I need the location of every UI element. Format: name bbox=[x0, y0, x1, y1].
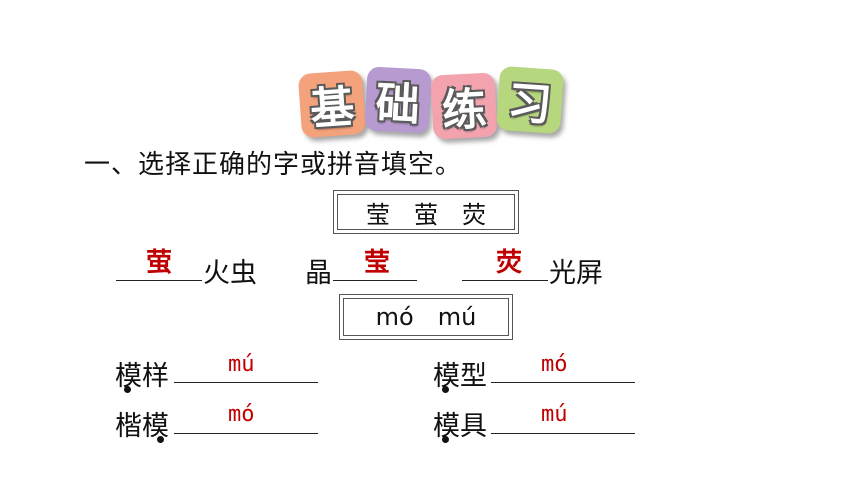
section-title: 基 础 练 习 bbox=[297, 64, 565, 140]
answer-4: mú bbox=[228, 352, 255, 377]
word-4: 模具 bbox=[433, 411, 487, 442]
item-3-suffix: 光屏 bbox=[549, 258, 603, 289]
blank-5 bbox=[491, 382, 635, 383]
emphasis-dot bbox=[157, 436, 164, 443]
answer-3: 荧 bbox=[496, 248, 523, 278]
blank-7 bbox=[491, 433, 635, 434]
pinyin-choice-box: mó mú bbox=[339, 294, 513, 340]
blank-6 bbox=[174, 433, 318, 434]
word-2: 模型 bbox=[433, 361, 487, 392]
word-1: 模样 bbox=[115, 361, 169, 392]
answer-2: 莹 bbox=[364, 248, 391, 278]
emphasis-dot bbox=[442, 386, 449, 393]
question-text: 一、选择正确的字或拼音填空。 bbox=[84, 150, 463, 180]
title-tile-4: 习 bbox=[495, 65, 565, 135]
title-tile-1: 基 bbox=[297, 69, 367, 139]
title-tile-2: 础 bbox=[364, 66, 432, 134]
answer-1: 萤 bbox=[146, 248, 173, 278]
blank-4 bbox=[174, 382, 318, 383]
title-char-1: 基 bbox=[308, 81, 357, 136]
emphasis-dot bbox=[442, 436, 449, 443]
answer-5: mó bbox=[541, 352, 568, 377]
answer-6: mó bbox=[228, 402, 255, 427]
choice-pinyin-2: mú bbox=[437, 303, 477, 331]
emphasis-dot bbox=[124, 386, 131, 393]
choice-pinyin-1: mó bbox=[375, 303, 414, 331]
char-choice-box: 莹 萤 荧 bbox=[333, 190, 519, 234]
blank-2 bbox=[333, 280, 417, 281]
answer-7: mú bbox=[541, 402, 568, 427]
choice-char-2: 萤 bbox=[414, 200, 438, 229]
item-2-prefix: 晶 bbox=[305, 258, 332, 289]
title-char-2: 础 bbox=[374, 77, 422, 132]
blank-3 bbox=[462, 280, 548, 281]
item-1-suffix: 火虫 bbox=[203, 258, 257, 289]
blank-1 bbox=[116, 280, 202, 281]
title-char-4: 习 bbox=[505, 77, 554, 132]
choice-char-3: 荧 bbox=[462, 200, 486, 229]
choice-char-1: 莹 bbox=[366, 200, 390, 229]
title-char-3: 练 bbox=[440, 83, 488, 138]
title-tile-3: 练 bbox=[430, 72, 498, 140]
